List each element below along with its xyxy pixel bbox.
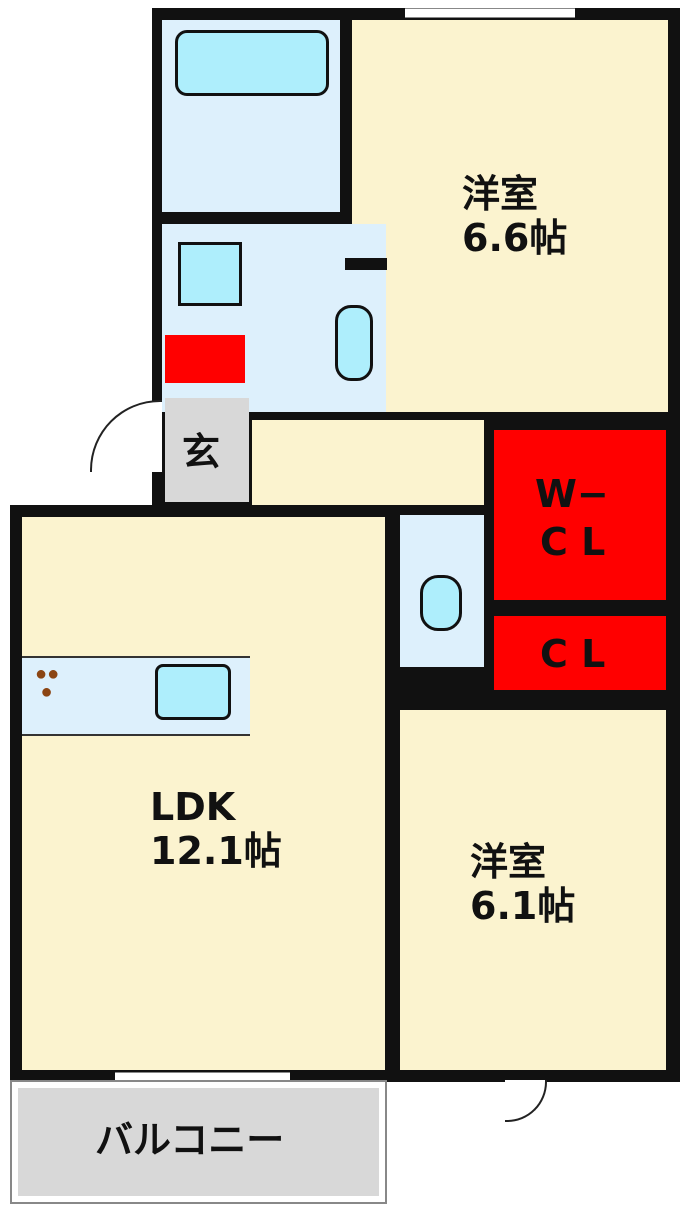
cl-label: C L <box>540 632 606 676</box>
entrance-label: 玄 <box>182 430 221 474</box>
kitchen-sink <box>155 664 231 720</box>
exterior-door[interactable] <box>505 1080 547 1122</box>
ldk-name: LDK <box>150 785 236 829</box>
western-room-1 <box>352 20 668 412</box>
ldk-size: 12.1帖 <box>150 829 282 873</box>
bathtub <box>175 30 329 96</box>
western2-size: 6.1帖 <box>470 884 576 928</box>
balcony-label: バルコニー <box>95 1118 285 1162</box>
western1-name: 洋室 <box>462 172 539 216</box>
wcl-label-1: W− <box>535 472 609 516</box>
entrance <box>165 398 249 502</box>
ldk-label: LDK 12.1帖 <box>150 785 282 873</box>
western1-size: 6.6帖 <box>462 216 568 260</box>
entrance-door[interactable] <box>90 400 162 472</box>
western2-label: 洋室 6.1帖 <box>470 840 575 928</box>
western1-label: 洋室 6.6帖 <box>462 172 567 260</box>
window-top <box>405 8 575 18</box>
washbasin <box>178 242 242 306</box>
wcl-label-2: C L <box>540 520 606 564</box>
toilet <box>420 575 462 631</box>
walk-in-closet[interactable] <box>494 430 666 600</box>
western-room-2 <box>400 710 666 1070</box>
closet[interactable] <box>494 616 666 690</box>
hallway <box>252 420 484 505</box>
western2-name: 洋室 <box>470 840 547 884</box>
stove-icon: ●● ● <box>35 663 60 703</box>
wall-stub <box>345 258 387 270</box>
window-ldk <box>115 1072 290 1082</box>
balcony <box>10 1080 387 1204</box>
washing-machine-pan <box>335 305 373 381</box>
shoe-storage <box>165 335 245 383</box>
ldk <box>22 517 385 1070</box>
